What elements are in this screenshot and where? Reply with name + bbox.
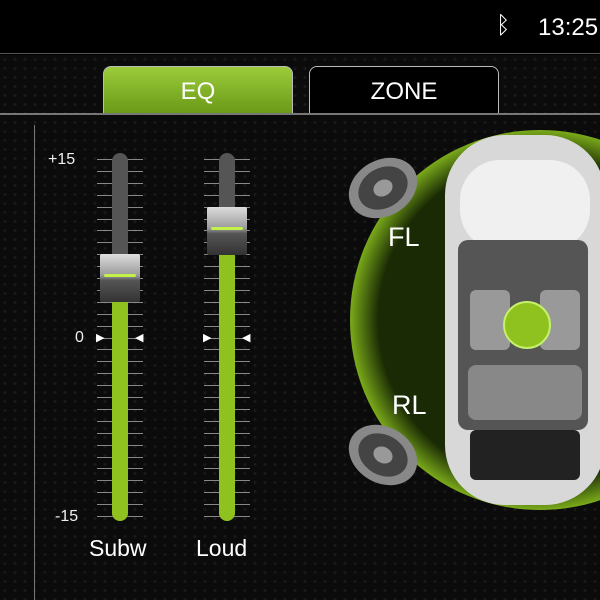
bluetooth-icon: ᛒ bbox=[496, 12, 511, 39]
car-image bbox=[445, 135, 600, 505]
zone-fl-label: FL bbox=[388, 222, 420, 252]
zero-marker-icon: ▶ bbox=[96, 332, 105, 344]
divider bbox=[34, 125, 35, 600]
zone-rl-label: RL bbox=[392, 390, 427, 420]
loud-slider-label: Loud bbox=[196, 535, 248, 561]
zero-marker-icon: ◀ bbox=[135, 332, 144, 344]
loud-slider-fill bbox=[219, 230, 235, 521]
subw-slider-fill bbox=[112, 278, 128, 521]
balance-point[interactable] bbox=[503, 301, 551, 349]
tab-eq[interactable]: EQ bbox=[103, 66, 293, 114]
subw-slider-label: Subw bbox=[89, 535, 147, 561]
loud-slider-knob[interactable] bbox=[207, 206, 247, 255]
zero-marker-icon: ▶ bbox=[203, 332, 212, 344]
clock: 13:25 bbox=[538, 14, 599, 41]
scale-min-label: -15 bbox=[55, 508, 79, 525]
status-bar: ᛒ 13:25 bbox=[0, 0, 600, 54]
subw-slider-knob[interactable] bbox=[100, 254, 140, 303]
speaker-fl-icon bbox=[348, 157, 418, 219]
speaker-rl-icon bbox=[348, 424, 418, 486]
zero-marker-icon: ◀ bbox=[242, 332, 251, 344]
tab-zone[interactable]: ZONE bbox=[309, 66, 499, 114]
divider bbox=[0, 113, 600, 115]
scale-max-label: +15 bbox=[48, 151, 76, 168]
scale-zero-label: 0 bbox=[75, 329, 84, 346]
